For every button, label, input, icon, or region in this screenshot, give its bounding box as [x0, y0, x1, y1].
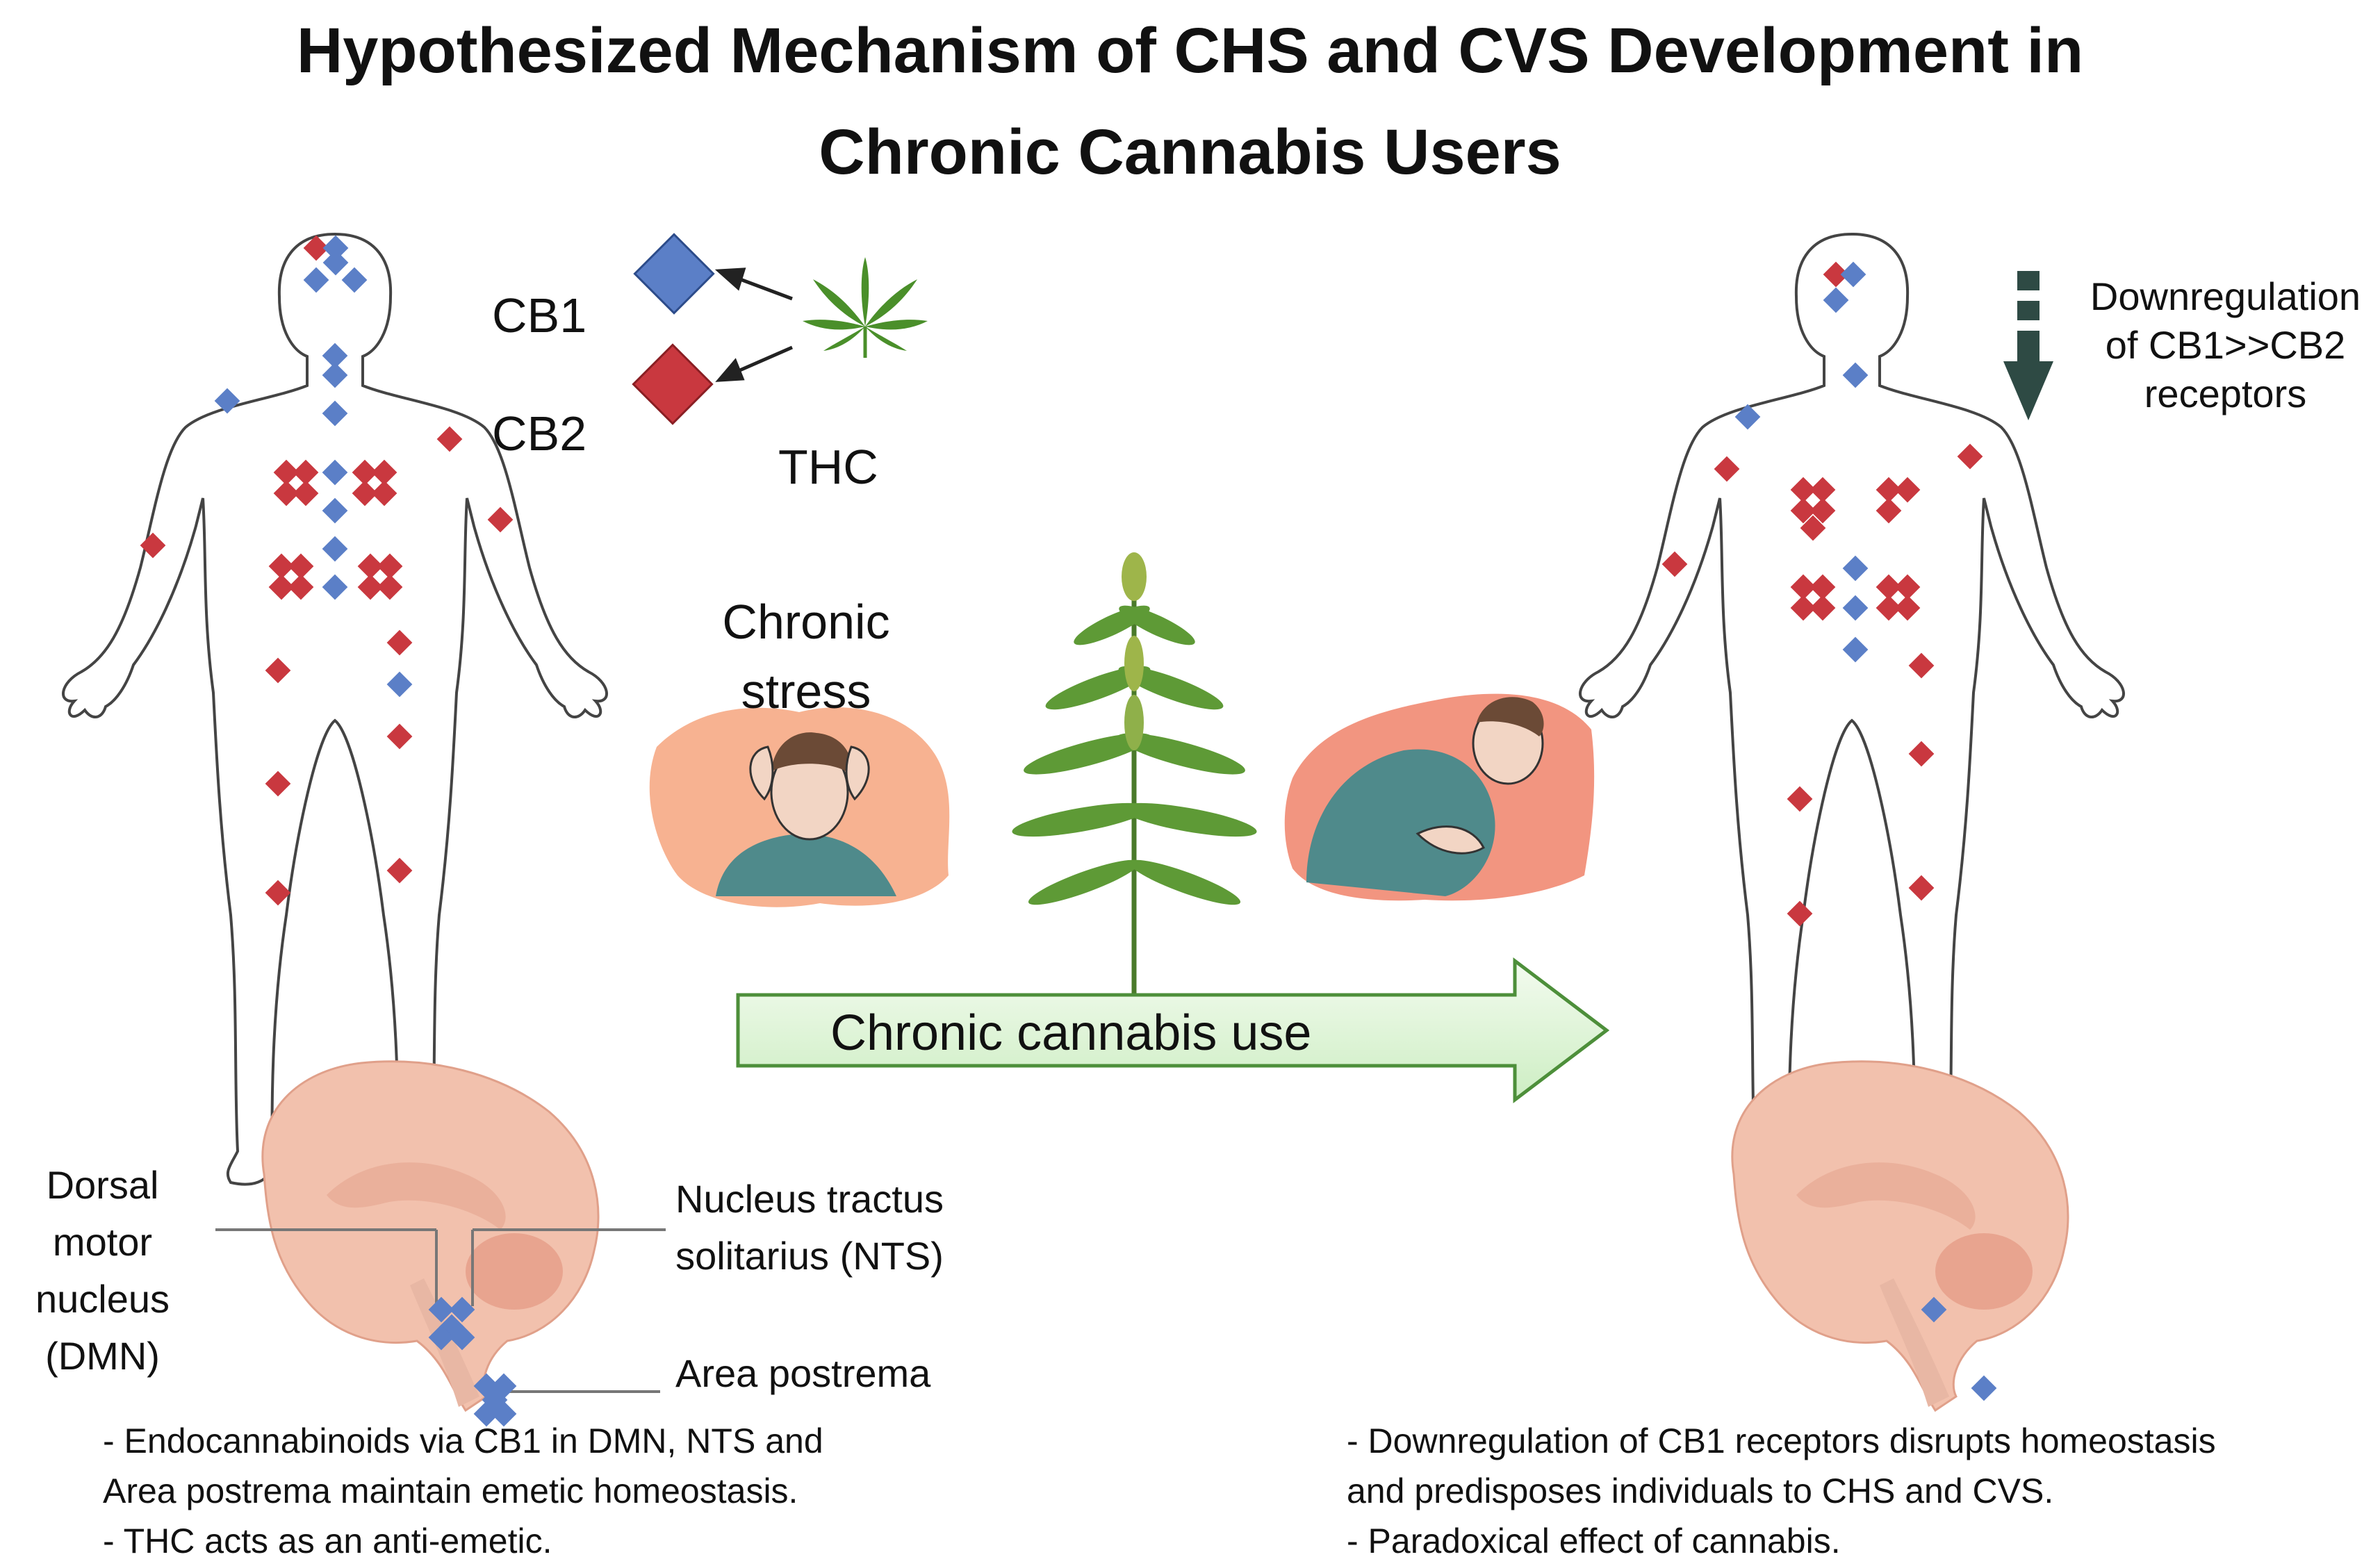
- cb1-label: CB1: [492, 288, 587, 343]
- title-line-2: Chronic Cannabis Users: [819, 117, 1561, 188]
- left-notes: - Endocannabinoids via CB1 in DMN, NTS a…: [103, 1416, 823, 1566]
- left-note-line-1: - Endocannabinoids via CB1 in DMN, NTS a…: [103, 1421, 823, 1460]
- left-note-line-2: Area postrema maintain emetic homeostasi…: [103, 1472, 798, 1510]
- stressed-person-illustration: [649, 707, 950, 907]
- chronic-cannabis-use-label: Chronic cannabis use: [830, 1005, 1312, 1061]
- thc-binding-arrows: [714, 267, 794, 382]
- chronic-stress-line-1: Chronic: [722, 595, 890, 649]
- dmn-label: Dorsal motor nucleus (DMN): [0, 1157, 205, 1385]
- diagram-title: Hypothesized Mechanism of CHS and CVS De…: [0, 0, 2380, 203]
- cb2-receptor-icon: [632, 343, 714, 425]
- downregulation-arrow-icon: [2003, 271, 2053, 420]
- cb1-receptor-icon: [633, 233, 715, 315]
- dmn-line-3: (DMN): [45, 1334, 160, 1378]
- thc-label: THC: [778, 440, 878, 494]
- nauseated-person-illustration: [1284, 693, 1595, 901]
- chronic-stress-label: Chronic stress: [716, 587, 896, 726]
- downregulation-line-2: of CB1>>CB2: [2105, 323, 2346, 367]
- downregulation-label: Downregulation of CB1>>CB2 receptors: [2078, 272, 2373, 418]
- cannabis-plant-illustration: [1012, 552, 1257, 994]
- dmn-line-2: nucleus: [35, 1277, 170, 1321]
- nts-line-2: solitarius (NTS): [675, 1234, 944, 1278]
- nts-line-1: Nucleus tractus: [675, 1177, 944, 1221]
- downregulation-line-3: receptors: [2144, 372, 2307, 415]
- left-brain-illustration: [215, 1060, 666, 1427]
- nts-label: Nucleus tractus solitarius (NTS): [664, 1171, 955, 1285]
- right-notes: - Downregulation of CB1 receptors disrup…: [1347, 1416, 2216, 1566]
- right-brain-illustration: [1731, 1060, 2069, 1412]
- right-note-line-3: - Paradoxical effect of cannabis.: [1347, 1522, 1841, 1560]
- chronic-cannabis-use-arrow: [736, 957, 1610, 1104]
- chronic-stress-line-2: stress: [741, 664, 871, 718]
- right-note-line-1: - Downregulation of CB1 receptors disrup…: [1347, 1421, 2216, 1460]
- area-postrema-label: Area postrema: [675, 1351, 931, 1395]
- cb2-label: CB2: [492, 406, 587, 461]
- dmn-line-1: Dorsal motor: [46, 1163, 159, 1264]
- right-note-line-2: and predisposes individuals to CHS and C…: [1347, 1472, 2054, 1510]
- left-note-line-3: - THC acts as an anti-emetic.: [103, 1522, 552, 1560]
- title-line-1: Hypothesized Mechanism of CHS and CVS De…: [296, 15, 2084, 86]
- downregulation-line-1: Downregulation: [2090, 274, 2361, 318]
- cannabis-leaf-icon: [803, 257, 928, 358]
